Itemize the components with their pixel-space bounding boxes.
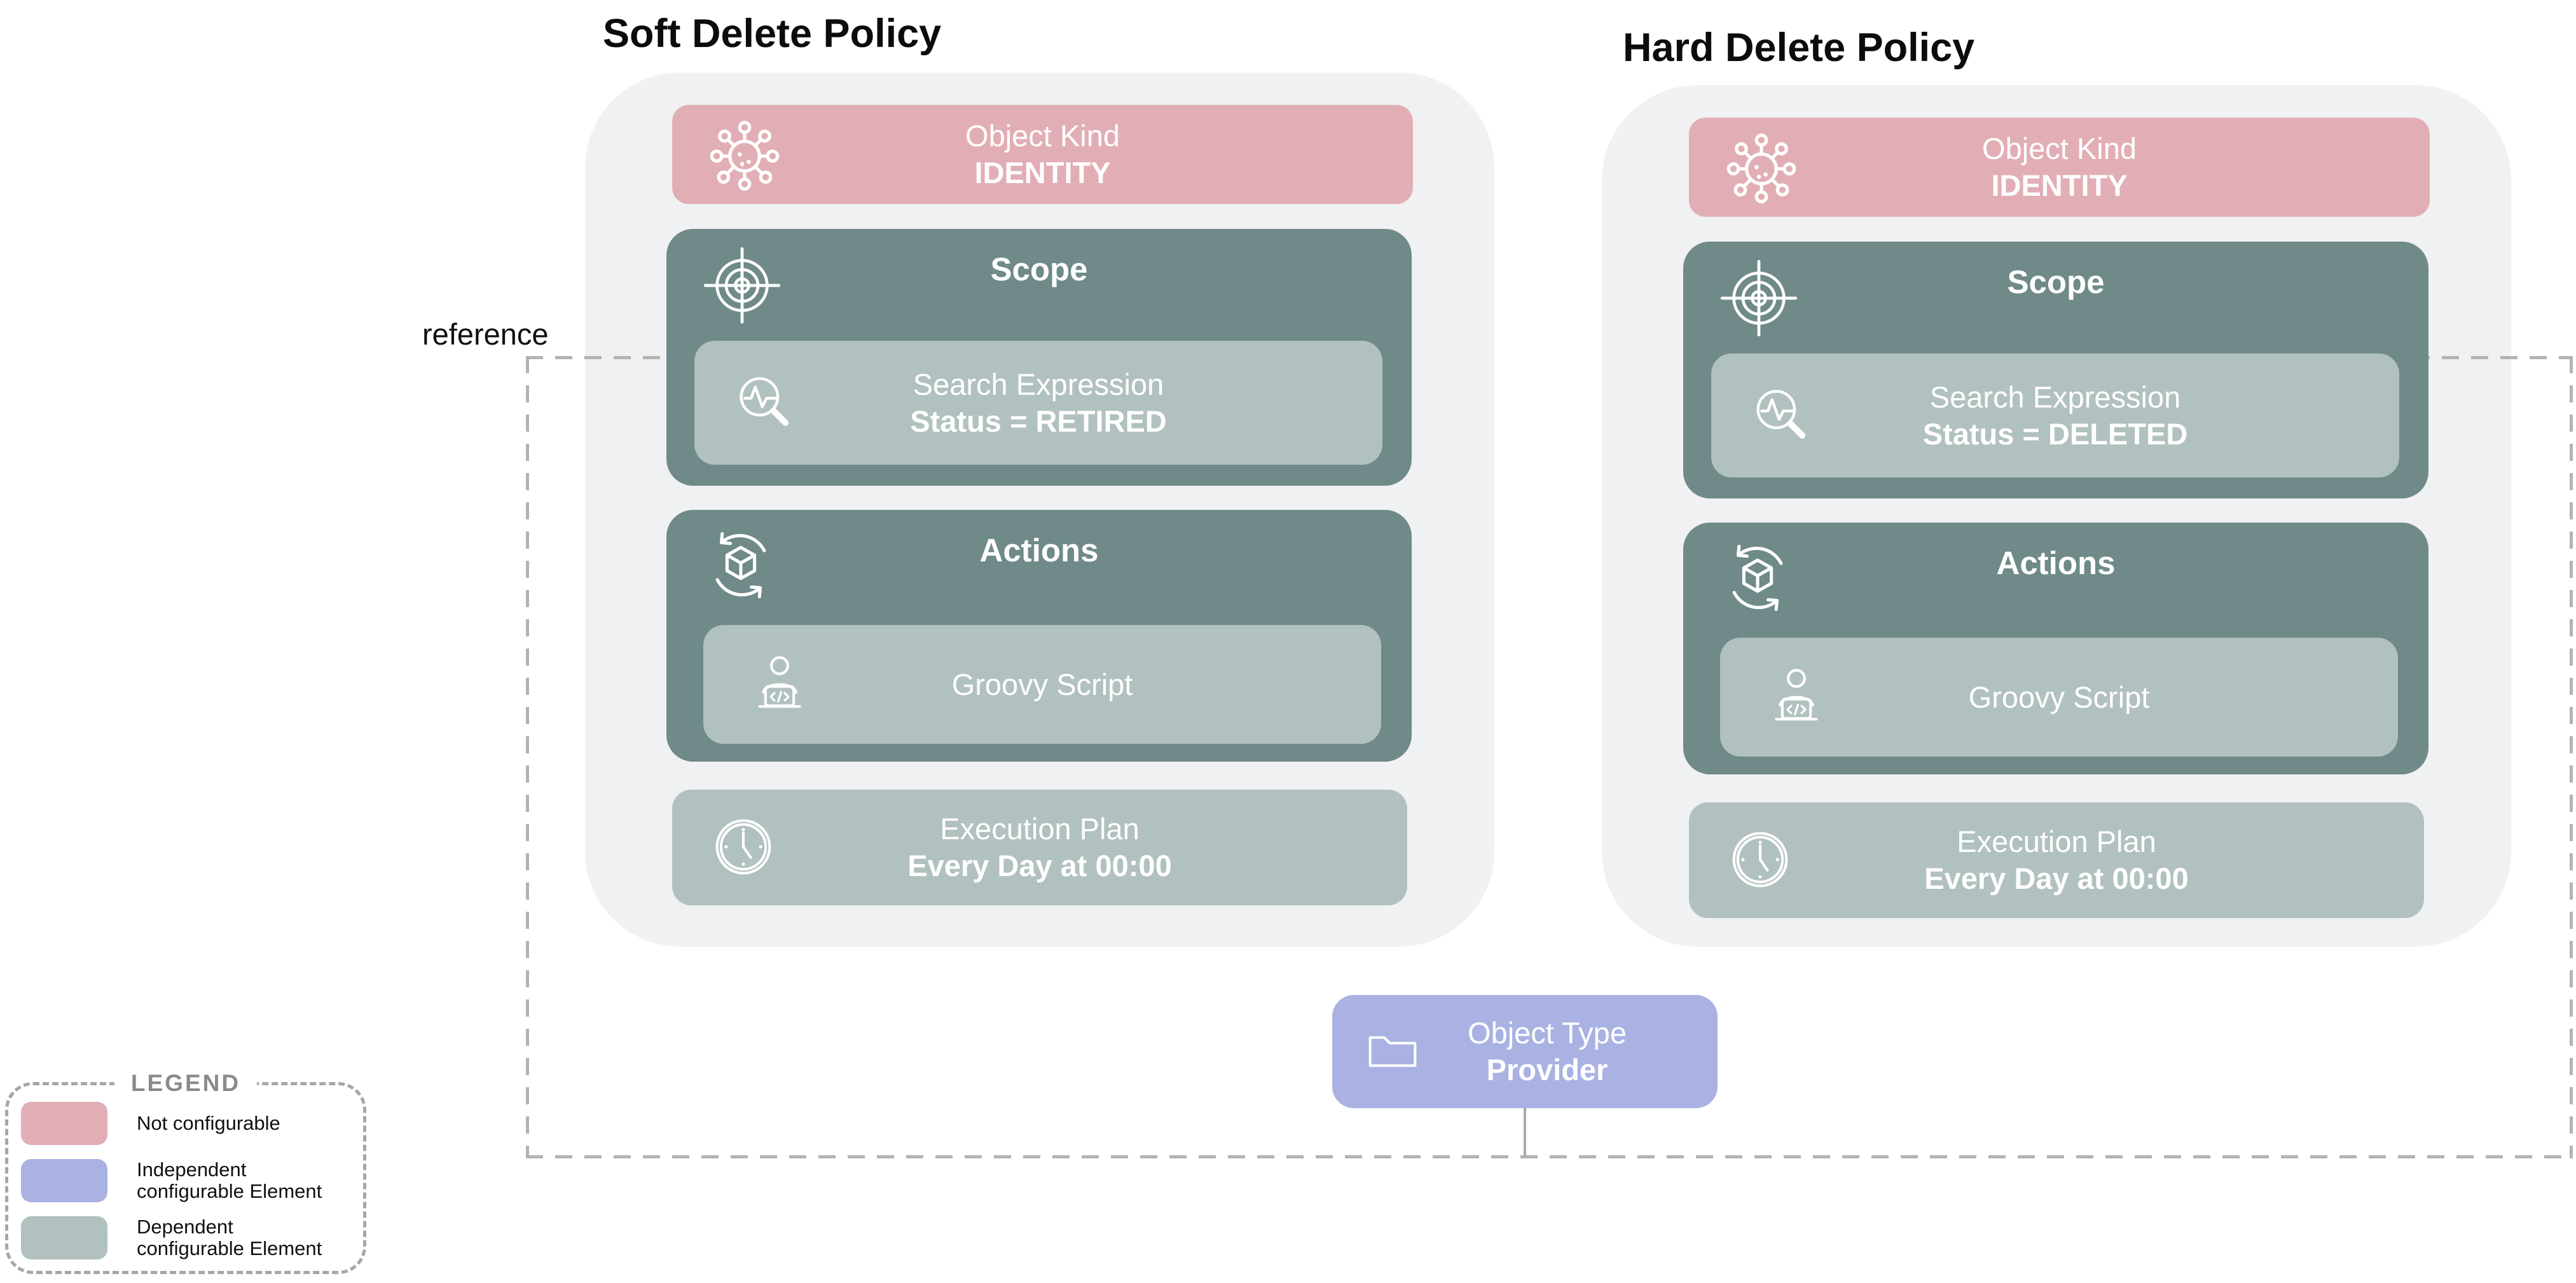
soft-delete-policy-card: Object Kind IDENTITY Scope — [585, 72, 1494, 947]
scope-heading: Scope — [990, 251, 1088, 287]
execution-plan-label: Execution Plan — [940, 812, 1140, 846]
virus-icon — [705, 115, 784, 194]
sync-box-icon — [1719, 539, 1796, 617]
folder-icon — [1359, 1018, 1426, 1085]
object-type-connector — [1524, 1107, 1526, 1157]
legend: LEGEND Not configurable Independent conf… — [5, 1070, 366, 1274]
execution-plan-box: Execution Plan Every Day at 00:00 — [1689, 802, 2424, 918]
execution-plan-label: Execution Plan — [1957, 825, 2156, 858]
object-kind-label: Object Kind — [1982, 132, 2137, 165]
actions-heading: Actions — [1996, 545, 2116, 581]
scope-box: Scope Search Expression Status = RETIRED — [666, 229, 1412, 486]
search-expression-label: Search Expression — [913, 367, 1164, 401]
target-icon — [1719, 258, 1799, 338]
object-type-label: Object Type — [1468, 1016, 1627, 1050]
hard-delete-policy-card: Object Kind IDENTITY Scope — [1602, 85, 2511, 947]
developer-icon — [1761, 661, 1832, 732]
reference-line-left — [526, 356, 529, 1157]
legend-label: Independent configurable Element — [137, 1158, 322, 1202]
magnifier-pulse-icon — [730, 369, 797, 436]
actions-heading: Actions — [979, 532, 1099, 568]
object-kind-value: IDENTITY — [1991, 168, 2128, 202]
scope-heading: Scope — [2007, 264, 2105, 300]
search-expression-box: Search Expression Status = DELETED — [1711, 353, 2399, 477]
object-type-box: Object Type Provider — [1332, 995, 1718, 1108]
execution-plan-box: Execution Plan Every Day at 00:00 — [672, 790, 1407, 905]
legend-item-not-configurable: Not configurable — [21, 1102, 363, 1145]
object-type-value: Provider — [1486, 1053, 1608, 1087]
groovy-script-label: Groovy Script — [1968, 680, 2150, 714]
scope-box: Scope Search Expression Status = DELETED — [1683, 242, 2428, 498]
legend-item-independent-configurable: Independent configurable Element — [21, 1159, 363, 1202]
groovy-script-box: Groovy Script — [703, 625, 1381, 744]
search-expression-label: Search Expression — [1929, 380, 2181, 414]
object-kind-label: Object Kind — [965, 119, 1120, 153]
legend-title: LEGEND — [114, 1070, 258, 1097]
search-expression-box: Search Expression Status = RETIRED — [694, 341, 1382, 465]
reference-line-top-right — [2413, 356, 2573, 359]
reference-label: reference — [422, 317, 549, 351]
execution-plan-value: Every Day at 00:00 — [1924, 861, 2189, 895]
reference-line-top-left — [526, 356, 686, 359]
search-expression-value: Status = RETIRED — [910, 404, 1167, 438]
groovy-script-label: Groovy Script — [951, 667, 1133, 701]
actions-box: Actions Groovy Script — [666, 510, 1412, 762]
clock-icon — [1721, 820, 1800, 899]
not-configurable-swatch — [21, 1102, 107, 1145]
object-kind-box: Object Kind IDENTITY — [1689, 118, 2430, 217]
virus-icon — [1722, 128, 1801, 207]
soft-delete-policy-title: Soft Delete Policy — [603, 11, 942, 56]
execution-plan-value: Every Day at 00:00 — [907, 849, 1172, 882]
legend-label: Dependent configurable Element — [137, 1216, 322, 1259]
search-expression-value: Status = DELETED — [1922, 416, 2188, 451]
dependent-configurable-swatch — [21, 1216, 107, 1259]
reference-line-bottom — [526, 1155, 2573, 1158]
developer-icon — [744, 648, 815, 719]
object-kind-value: IDENTITY — [974, 156, 1111, 189]
actions-box: Actions Groovy Script — [1683, 523, 2428, 774]
object-kind-box: Object Kind IDENTITY — [672, 105, 1413, 204]
groovy-script-box: Groovy Script — [1720, 638, 2398, 757]
target-icon — [702, 245, 782, 326]
sync-box-icon — [702, 526, 780, 604]
clock-icon — [704, 807, 783, 886]
hard-delete-policy-title: Hard Delete Policy — [1623, 25, 1975, 70]
independent-configurable-swatch — [21, 1159, 107, 1202]
legend-item-dependent-configurable: Dependent configurable Element — [21, 1216, 363, 1259]
magnifier-pulse-icon — [1747, 381, 1814, 449]
reference-line-right — [2570, 356, 2573, 1158]
legend-label: Not configurable — [137, 1112, 280, 1134]
